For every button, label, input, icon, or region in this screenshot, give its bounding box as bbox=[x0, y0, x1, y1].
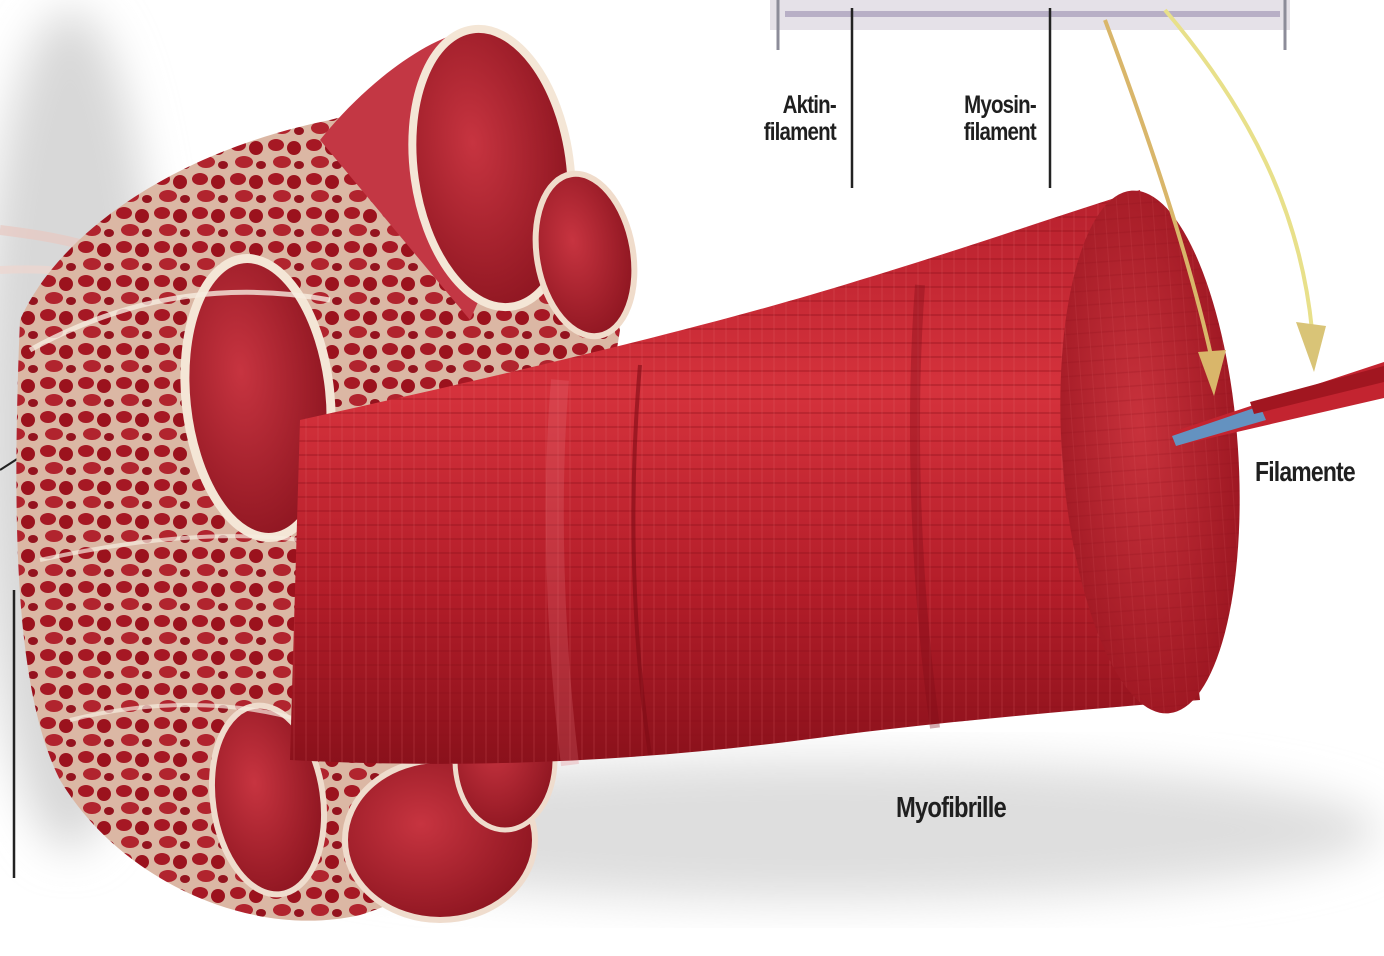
filamente-label: Filamente bbox=[1255, 458, 1355, 485]
myosin-label-line2: filament bbox=[944, 119, 1036, 146]
myosin-filament-label: Myosin- filament bbox=[944, 92, 1036, 146]
aktin-label-line1: Aktin- bbox=[744, 92, 836, 119]
myosin-label-line1: Myosin- bbox=[944, 92, 1036, 119]
myofibrille-label: Myofibrille bbox=[896, 795, 1006, 822]
aktin-label-line2: filament bbox=[744, 119, 836, 146]
aktin-filament-label: Aktin- filament bbox=[744, 92, 836, 146]
sarcomere-strip bbox=[770, 0, 1290, 50]
